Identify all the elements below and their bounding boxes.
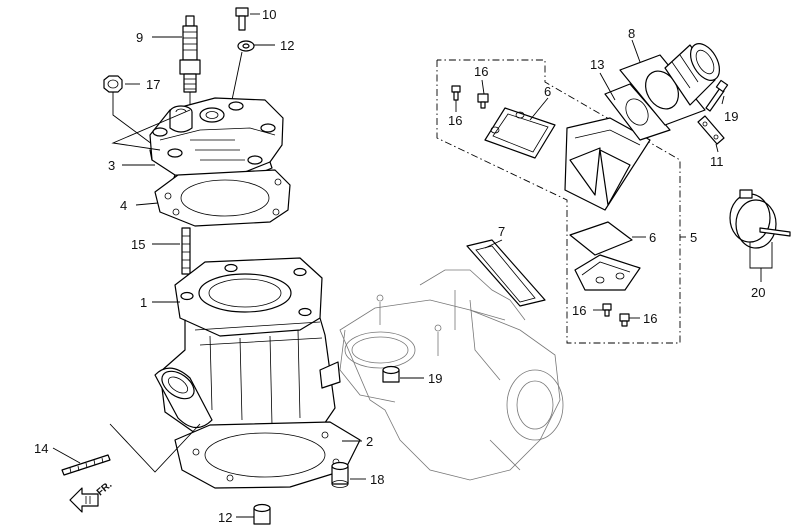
washer-top [237,40,255,52]
callout-12-top: 12 [280,38,294,53]
callout-11: 11 [710,154,724,169]
callout-18: 18 [370,472,384,487]
callout-3: 3 [108,158,115,173]
intake-manifold [619,43,721,126]
callout-8: 8 [628,26,635,41]
callout-16-b: 16 [448,113,462,128]
callout-2: 2 [366,434,373,449]
callout-13: 13 [590,57,604,72]
callout-15: 15 [131,237,145,252]
nut-17 [103,75,123,93]
callout-9: 9 [136,30,143,45]
callout-16-d: 16 [643,311,657,326]
stud-14 [61,454,111,476]
reed-gasket-7 [466,239,546,307]
reed-valve-upper [484,107,651,211]
crankcase [339,269,564,481]
screw-16-c [602,303,612,317]
spark-plug [179,15,201,110]
reed-valve-lower [569,221,641,291]
head-gasket [154,169,291,227]
callout-19-manifold: 19 [724,109,738,124]
callout-5: 5 [690,230,697,245]
callout-6-upper: 6 [544,84,551,99]
callout-19-crankcase: 19 [428,371,442,386]
front-direction-arrow-icon [69,487,99,513]
screw-16-a [451,85,461,101]
screw-16-d [619,313,630,327]
stud-15 [181,227,191,275]
callout-7: 7 [498,224,505,239]
head-bolt [235,7,249,31]
cylinder [154,257,341,446]
callout-12-bottom: 12 [218,510,232,525]
leader-lines [52,13,773,518]
callout-14: 14 [34,441,48,456]
bolt-19-manifold [705,79,729,112]
callout-10: 10 [262,7,276,22]
screw-16-b [477,93,489,109]
cylinder-head [149,97,284,187]
plate-11 [697,115,725,145]
callout-labels: 9 10 12 17 3 4 15 1 2 14 18 12 19 7 5 6 … [34,7,765,525]
hose-clamps [729,189,791,249]
reed-valve-assembly-outline [436,59,681,344]
callout-16-c: 16 [572,303,586,318]
dowel-12 [253,503,271,525]
callout-17: 17 [146,77,160,92]
intake-gasket-13 [604,83,671,141]
callout-20: 20 [751,285,765,300]
callout-1: 1 [140,295,147,310]
nut-19-crankcase [382,365,400,383]
callout-16-a: 16 [474,64,488,79]
callout-6-lower: 6 [649,230,656,245]
dowel-18 [331,461,349,488]
callout-4: 4 [120,198,127,213]
